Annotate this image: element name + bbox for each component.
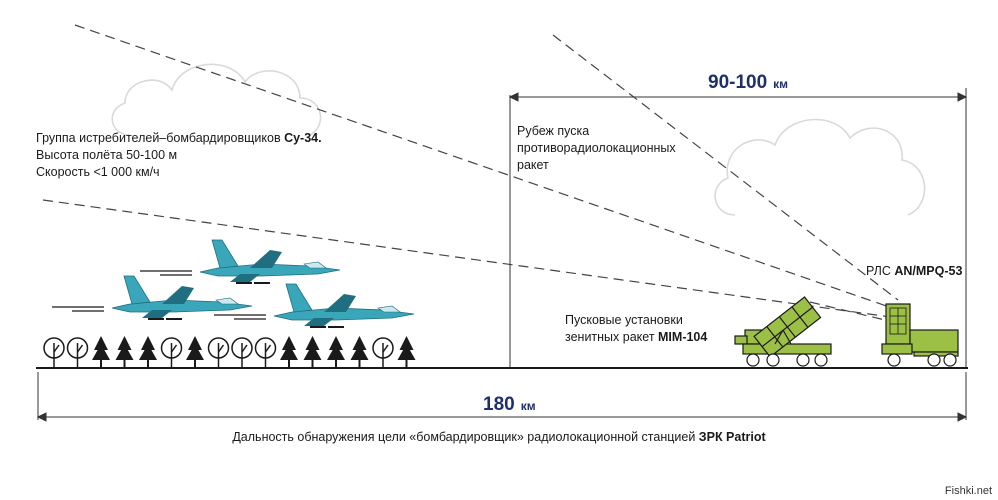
fir-tree-icon	[186, 336, 204, 368]
forest	[43, 336, 416, 368]
deciduous-tree-icon	[160, 337, 183, 368]
fir-tree-icon	[397, 336, 416, 368]
deciduous-tree-icon	[231, 337, 253, 368]
deciduous-tree-icon	[254, 337, 277, 368]
dist-top-arrow	[508, 88, 968, 368]
fir-tree-icon	[350, 336, 369, 368]
cloud-left	[111, 63, 322, 136]
aircraft-group-label: Группа истребителей–бомбардировщиков Су-…	[36, 131, 322, 179]
su34-jet-icon	[140, 239, 341, 284]
radar-label: РЛС AN/MPQ-53	[866, 264, 963, 278]
caption: Дальность обнаружения цели «бомбардировщ…	[232, 430, 766, 444]
radar-beams	[42, 24, 899, 321]
fir-tree-icon	[280, 336, 298, 368]
cloud-right	[714, 118, 926, 216]
su34-jet-icon	[214, 283, 415, 328]
fir-tree-icon	[115, 336, 134, 368]
deciduous-tree-icon	[66, 337, 89, 368]
launchers-label: Пусковые установки зенитных ракет MIM-10…	[565, 313, 708, 344]
launcher-vehicle	[734, 296, 832, 367]
fir-tree-icon	[139, 336, 157, 368]
deciduous-tree-icon	[207, 337, 230, 368]
watermark: Fishki.net	[942, 485, 994, 497]
su34-jet-icon	[52, 275, 253, 320]
launch-line-label: Рубеж пуска противорадиолокационных раке…	[517, 124, 676, 172]
fir-tree-icon	[303, 336, 322, 368]
su34-group	[52, 239, 415, 328]
fir-tree-icon	[327, 336, 345, 368]
radar-vehicle	[881, 303, 959, 367]
dist-bottom-arrow	[36, 372, 968, 422]
deciduous-tree-icon	[372, 337, 394, 368]
deciduous-tree-icon	[43, 337, 65, 368]
fir-tree-icon	[92, 336, 110, 368]
